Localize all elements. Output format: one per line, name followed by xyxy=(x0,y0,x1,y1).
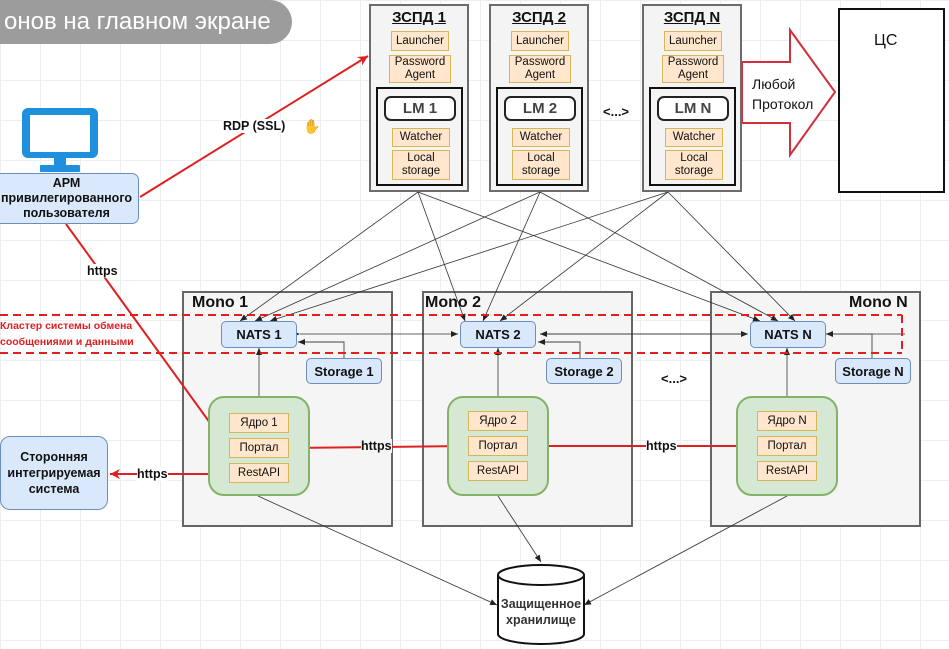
lm-frame: LM N Watcher Local storage xyxy=(649,87,736,186)
zspd-nats-links xyxy=(239,191,796,322)
watcher-box[interactable]: Watcher xyxy=(665,128,723,147)
launcher-box[interactable]: Launcher xyxy=(391,31,449,51)
cluster-label: Кластер системы обмена сообщениями и дан… xyxy=(0,318,140,350)
external-system-node[interactable]: Сторонняя интегрируемая система xyxy=(0,436,108,510)
cs-node[interactable]: ЦС xyxy=(838,8,945,193)
cs-label: ЦС xyxy=(874,32,898,49)
storage-links xyxy=(257,495,788,606)
storage-node[interactable]: Storage 2 xyxy=(546,358,622,384)
restapi-box[interactable]: RestAPI xyxy=(757,461,817,481)
zspd-node-n[interactable]: ЗСПД N Launcher Password Agent LM N Watc… xyxy=(642,4,742,192)
core-box[interactable]: Ядро N xyxy=(757,411,817,431)
zspd-title: ЗСПД 1 xyxy=(392,9,446,26)
rdp-label: RDP (SSL) xyxy=(223,119,286,133)
password-agent-box[interactable]: Password Agent xyxy=(389,55,451,83)
local-storage-box[interactable]: Local storage xyxy=(392,150,450,180)
zspd-node-2[interactable]: ЗСПД 2 Launcher Password Agent LM 2 Watc… xyxy=(489,4,589,192)
mono-title: Mono 1 xyxy=(192,294,248,311)
workstation-node[interactable]: АРМ привилегированного пользователя xyxy=(0,173,139,224)
portal-box[interactable]: Портал xyxy=(229,438,289,458)
password-agent-box[interactable]: Password Agent xyxy=(509,55,571,83)
portal-box[interactable]: Портал xyxy=(757,436,817,456)
restapi-box[interactable]: RestAPI xyxy=(229,463,289,483)
overlay-title: онов на главном экране xyxy=(0,0,292,44)
lm-label[interactable]: LM 1 xyxy=(384,96,456,121)
cluster-boundary xyxy=(0,314,903,354)
local-storage-box[interactable]: Local storage xyxy=(512,150,570,180)
core-box[interactable]: Ядро 2 xyxy=(468,411,528,431)
protocol-arrow-label: Любой Протокол xyxy=(752,76,814,112)
https-label-1-2: https xyxy=(361,439,392,453)
launcher-box[interactable]: Launcher xyxy=(664,31,722,51)
watcher-box[interactable]: Watcher xyxy=(512,128,570,147)
lm-frame: LM 2 Watcher Local storage xyxy=(496,87,583,186)
launcher-box[interactable]: Launcher xyxy=(511,31,569,51)
https-label-arm: https xyxy=(87,264,118,278)
zspd-node-1[interactable]: ЗСПД 1 Launcher Password Agent LM 1 Watc… xyxy=(369,4,469,192)
https-label-ext: https xyxy=(137,467,168,481)
password-agent-box[interactable]: Password Agent xyxy=(662,55,724,83)
protocol-arrow xyxy=(741,26,837,159)
lm-label[interactable]: LM 2 xyxy=(504,96,576,121)
hand-cursor-icon: ✋ xyxy=(303,118,321,134)
portal-box[interactable]: Портал xyxy=(468,436,528,456)
nats-node[interactable]: NATS N xyxy=(750,321,826,348)
core-nats-links xyxy=(256,348,790,396)
nats-node[interactable]: NATS 2 xyxy=(460,321,536,348)
local-storage-box[interactable]: Local storage xyxy=(665,150,723,180)
zspd-title: ЗСПД N xyxy=(663,9,721,26)
https-label-2-n: https xyxy=(646,439,677,453)
zspd-ellipsis: <...> xyxy=(603,104,630,119)
nats-node[interactable]: NATS 1 xyxy=(221,321,297,348)
secure-storage-label: Защищенное хранилище xyxy=(500,597,582,627)
lm-frame: LM 1 Watcher Local storage xyxy=(376,87,463,186)
zspd-title: ЗСПД 2 xyxy=(512,9,566,26)
lm-label[interactable]: LM N xyxy=(657,96,729,121)
cluster-label-text: Кластер системы обмена сообщениями и дан… xyxy=(0,320,134,348)
monitor-icon xyxy=(20,104,100,174)
mono-title: Mono 2 xyxy=(425,294,481,311)
restapi-box[interactable]: RestAPI xyxy=(468,461,528,481)
storage-node[interactable]: Storage 1 xyxy=(306,358,382,384)
mono-title: Mono N xyxy=(849,294,908,311)
mono-ellipsis: <...> xyxy=(661,371,688,386)
watcher-box[interactable]: Watcher xyxy=(392,128,450,147)
secure-storage-cylinder xyxy=(497,564,585,645)
storage-node[interactable]: Storage N xyxy=(835,358,911,384)
core-box[interactable]: Ядро 1 xyxy=(229,413,289,433)
